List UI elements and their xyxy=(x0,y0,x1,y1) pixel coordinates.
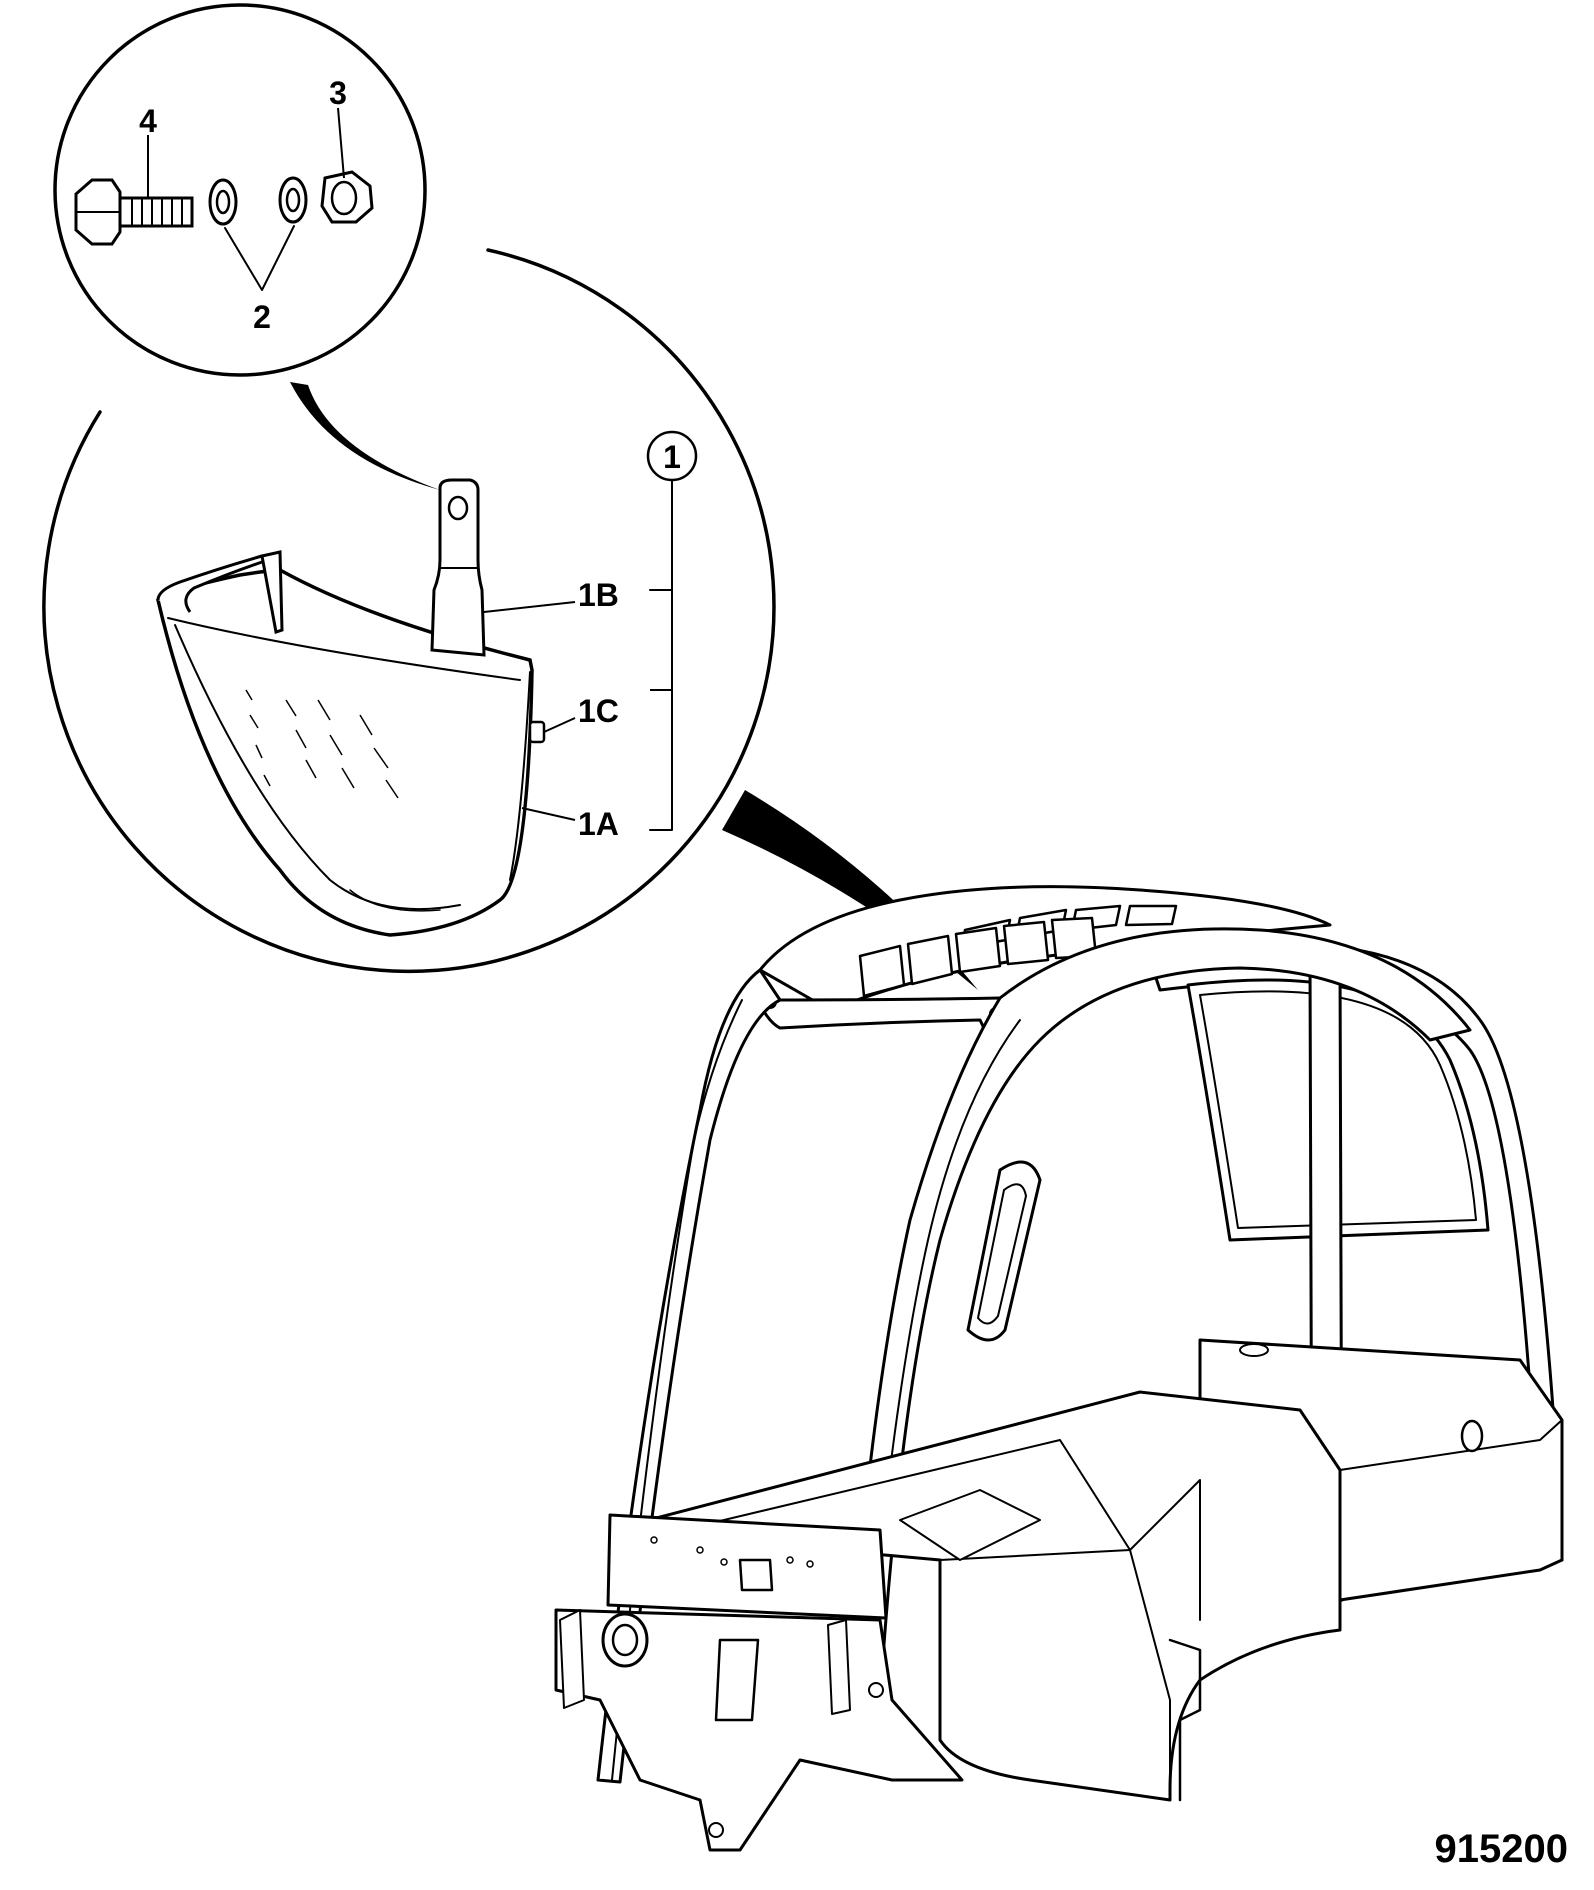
leader-1C xyxy=(543,717,576,733)
grouping-bracket xyxy=(649,589,673,831)
figure-number: 915200 xyxy=(1435,1827,1568,1871)
leader-1A xyxy=(521,807,576,821)
fastener-detail-circle xyxy=(53,3,427,377)
callout-1: 1 xyxy=(663,439,681,475)
lamp-bracket xyxy=(430,478,486,657)
nut xyxy=(320,170,374,224)
leader-2 xyxy=(224,225,295,291)
callout-1C: 1C xyxy=(578,693,619,729)
callout-4: 4 xyxy=(139,103,157,139)
callout-2: 2 xyxy=(253,299,271,335)
detail-pointer-fasteners xyxy=(290,382,440,490)
lamp-detail-circle xyxy=(42,248,776,974)
detail-pointer-lamp xyxy=(722,790,978,990)
washer-left xyxy=(208,178,238,226)
cab-frame xyxy=(554,885,1564,1852)
leader-1B xyxy=(483,601,576,613)
callout-1-circle xyxy=(646,430,698,482)
lamp-screw xyxy=(528,720,546,744)
callout-1B: 1B xyxy=(578,577,619,613)
callout-3: 3 xyxy=(329,75,347,111)
lamp-lens xyxy=(156,568,534,937)
bolt xyxy=(74,178,194,246)
callout-1A: 1A xyxy=(578,806,619,842)
washer-right xyxy=(278,176,308,224)
fastener-detail: 4 3 2 xyxy=(53,3,427,377)
cab-front-right-arch xyxy=(846,927,1472,1702)
leader-3 xyxy=(337,107,345,179)
lamp-detail: 1 1B 1C 1A xyxy=(42,248,776,974)
